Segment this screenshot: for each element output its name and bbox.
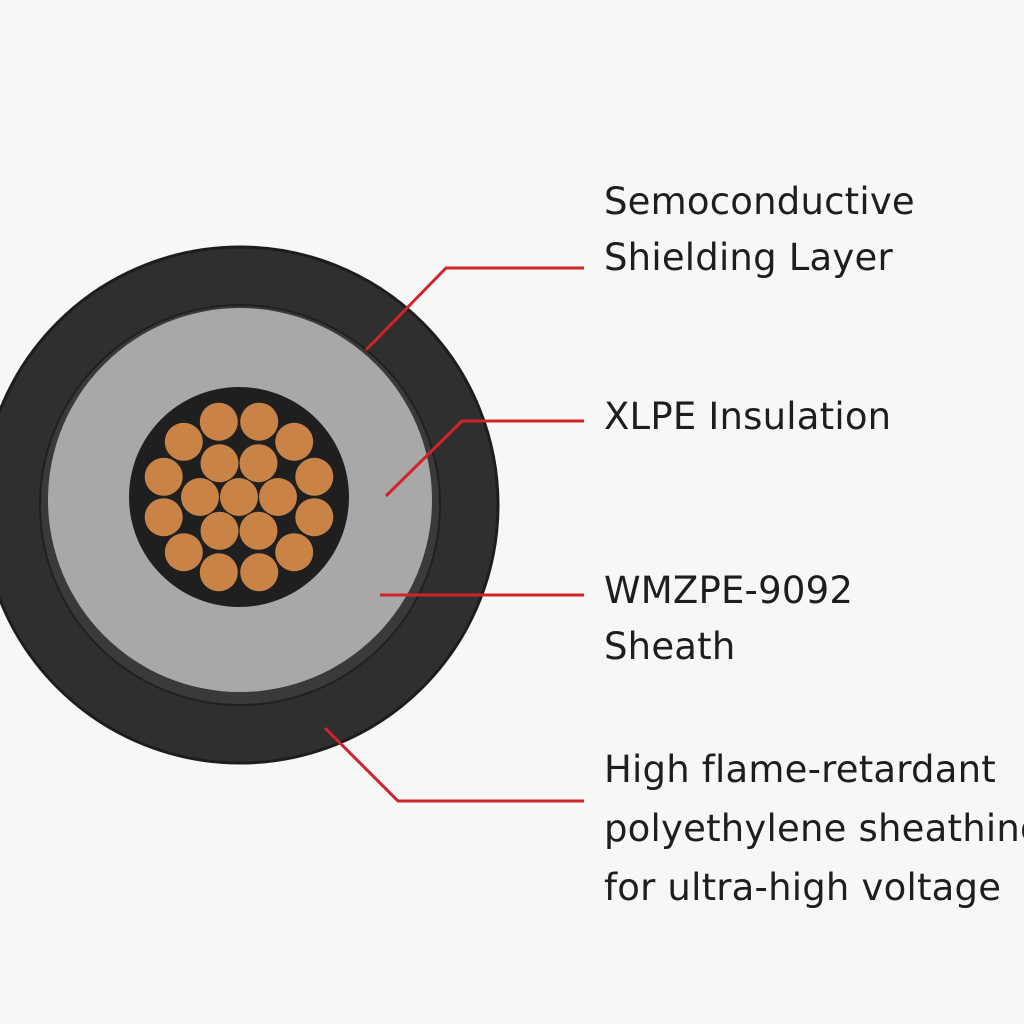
copper-strand [181, 478, 219, 516]
copper-strand [275, 533, 314, 572]
copper-strand [199, 402, 238, 441]
copper-strand [259, 478, 297, 516]
copper-strand [239, 444, 278, 483]
copper-strand [295, 457, 334, 496]
copper-strand [295, 498, 334, 537]
label-flame-line-2: polyethylene sheathing [604, 807, 1024, 850]
copper-strand [239, 511, 278, 550]
copper-strand [220, 478, 258, 516]
copper-strand [164, 422, 203, 461]
leader-line-shielding [364, 266, 584, 352]
leader-line-insulation [384, 419, 584, 498]
label-shielding-line-2: Shielding Layer [604, 236, 893, 279]
copper-strand [240, 402, 279, 441]
label-flame-retardant-sheathing: High flame-retardant polyethylene sheath… [604, 740, 1024, 917]
copper-strand [200, 444, 239, 483]
label-xlpe-insulation: XLPE Insulation [604, 389, 891, 445]
copper-strand [200, 511, 239, 550]
copper-strand [164, 533, 203, 572]
label-insulation-line-1: XLPE Insulation [604, 395, 892, 438]
copper-strands [144, 402, 334, 592]
label-flame-line-3: for ultra-high voltage [604, 866, 1002, 909]
copper-strand [144, 498, 183, 537]
copper-strand [240, 553, 279, 592]
label-sheath-line-2: Sheath [604, 625, 736, 668]
label-semiconductive-shielding-layer: Semoconductive Shielding Layer [604, 174, 915, 286]
label-shielding-line-1: Semoconductive [604, 180, 915, 223]
copper-strand [144, 457, 183, 496]
copper-strand [275, 422, 314, 461]
copper-strand [199, 553, 238, 592]
label-wmzpe-sheath: WMZPE-9092 Sheath [604, 563, 853, 675]
leader-line-flame [323, 726, 584, 803]
label-flame-line-1: High flame-retardant [604, 748, 996, 791]
label-sheath-line-1: WMZPE-9092 [604, 569, 854, 612]
